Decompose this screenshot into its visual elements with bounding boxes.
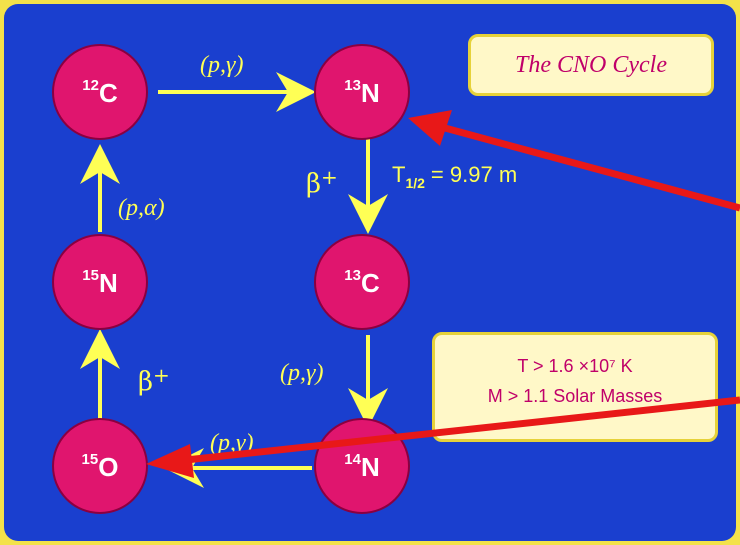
reaction-label-o15-n15: β+	[138, 363, 170, 397]
half-life-label: T1/2= 9.97 m	[392, 162, 517, 191]
svg-text:13C: 13C	[344, 267, 380, 298]
diagram-title: The CNO Cycle	[515, 51, 667, 78]
reaction-label-n13-c13: β+	[306, 165, 338, 199]
nucleus-n15: 15N	[52, 234, 148, 330]
pointer-arrow-to-n13	[408, 110, 740, 212]
conditions-box: T > 1.6 ×10⁷ K M > 1.1 Solar Masses	[432, 332, 718, 442]
nucleus-c12: 12C	[52, 44, 148, 140]
reaction-label-c12-n13: (p,γ)	[200, 52, 243, 78]
svg-text:14N: 14N	[344, 451, 379, 482]
title-box: The CNO Cycle	[468, 34, 714, 96]
nucleus-n13: 13N	[314, 44, 410, 140]
svg-text:13N: 13N	[344, 77, 379, 108]
temperature-condition: T > 1.6 ×10⁷ K	[517, 356, 633, 376]
svg-text:15O: 15O	[82, 451, 119, 482]
reaction-label-c13-n14: (p,γ)	[280, 360, 323, 386]
pointer-arrow-to-o15	[146, 396, 740, 478]
mass-condition: M > 1.1 Solar Masses	[487, 386, 663, 406]
reaction-label-n15-c12: (p,α)	[118, 195, 165, 221]
svg-text:15N: 15N	[82, 267, 117, 298]
svg-text:12C: 12C	[82, 77, 118, 108]
nucleus-c13: 13C	[314, 234, 410, 330]
nucleus-o15: 15O	[52, 418, 148, 514]
